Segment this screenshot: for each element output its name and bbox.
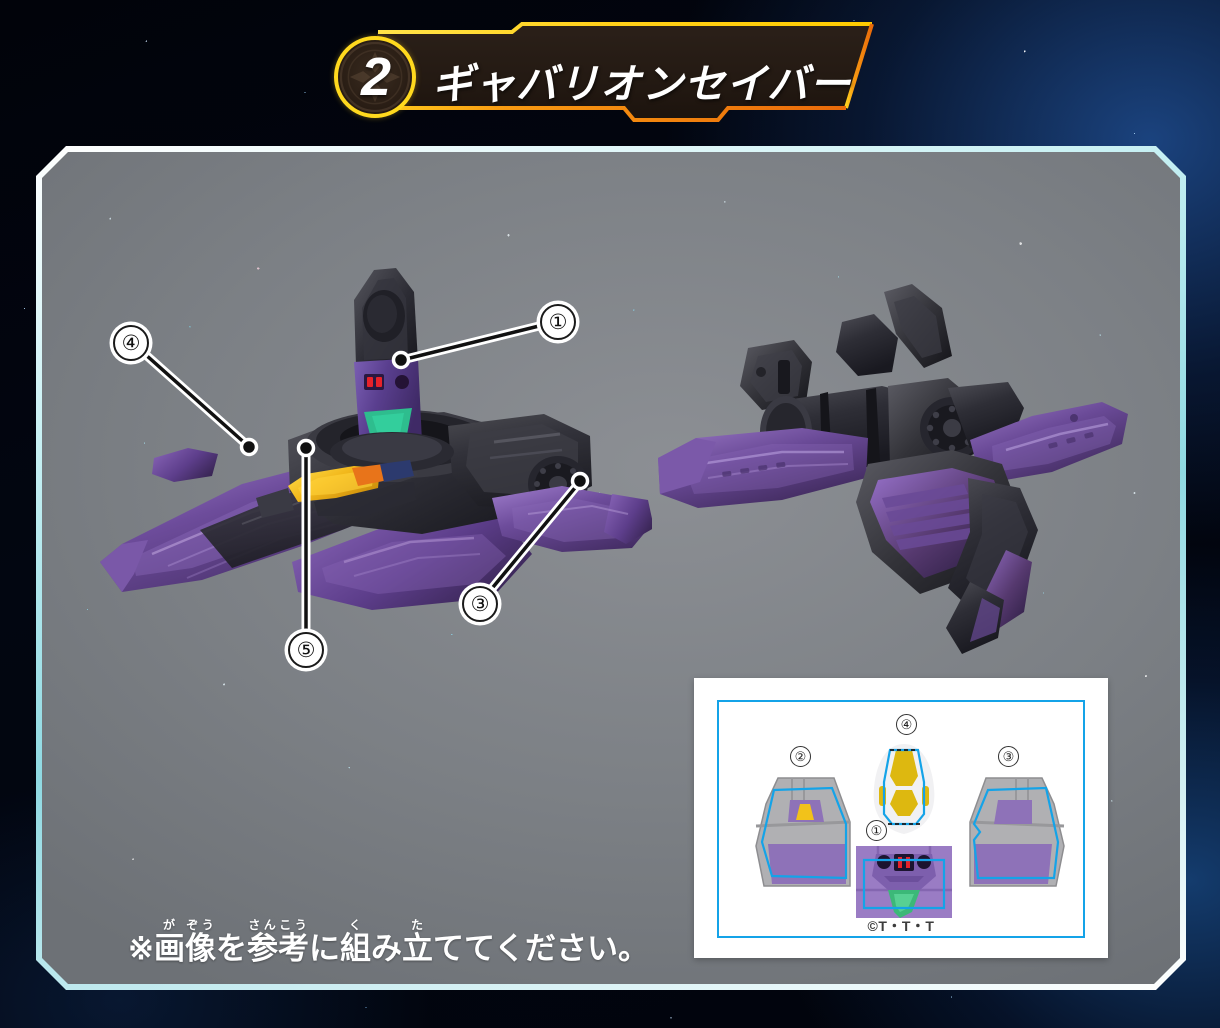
sticker-2-number: ② [790, 746, 811, 767]
note-wo: を [215, 931, 247, 966]
ruby-ku: 組く [339, 918, 371, 966]
sticker-4: ④ [862, 714, 946, 843]
ruby-sankou: 参考さんこう [246, 918, 309, 966]
title-banner: 2 ギャバリオンセイバー [316, 22, 896, 134]
sticker-2: ② [750, 746, 860, 903]
sticker-1: ① [856, 820, 952, 923]
sticker-4-art [873, 744, 935, 834]
note-mi: み [370, 931, 402, 966]
toy-photo-rear-view [652, 282, 1132, 682]
callout-4-circle: ④ [113, 325, 149, 361]
sticker-sheet-inset: ② ④ ③ [694, 678, 1108, 958]
note-ni: に [308, 931, 340, 966]
sticker-sheet-frame [717, 700, 1085, 938]
step-number-label: 2 [360, 47, 391, 107]
sticker-3-art [969, 777, 1065, 887]
sticker-1-number: ① [866, 820, 887, 841]
sticker-1-art [856, 846, 952, 918]
assembly-note: ※画が像ぞうを参考さんこうに組くみ立たててください。 [128, 918, 649, 968]
callout-1-circle: ① [540, 304, 576, 340]
banner-shape [360, 22, 874, 122]
callout-5-circle: ⑤ [288, 632, 324, 668]
sticker-2-art [755, 777, 851, 887]
sticker-3-number: ③ [998, 746, 1019, 767]
step-number-badge: 2 [334, 36, 416, 118]
badge-emblem-icon [339, 41, 411, 113]
page-title: ギャバリオンセイバー [432, 61, 852, 107]
ruby-zou: 像ぞう [184, 918, 216, 966]
ruby-gazou: 画が [153, 918, 185, 966]
sticker-3: ③ [960, 746, 1070, 903]
sticker-4-number: ④ [896, 714, 917, 735]
note-tail: ててください。 [432, 931, 650, 966]
sticker-sheet-copyright: ©T・T・T [867, 918, 935, 934]
assembly-note-prefix: ※ [128, 931, 154, 966]
ruby-ta: 立た [401, 918, 433, 966]
callout-3-circle: ③ [462, 586, 498, 622]
